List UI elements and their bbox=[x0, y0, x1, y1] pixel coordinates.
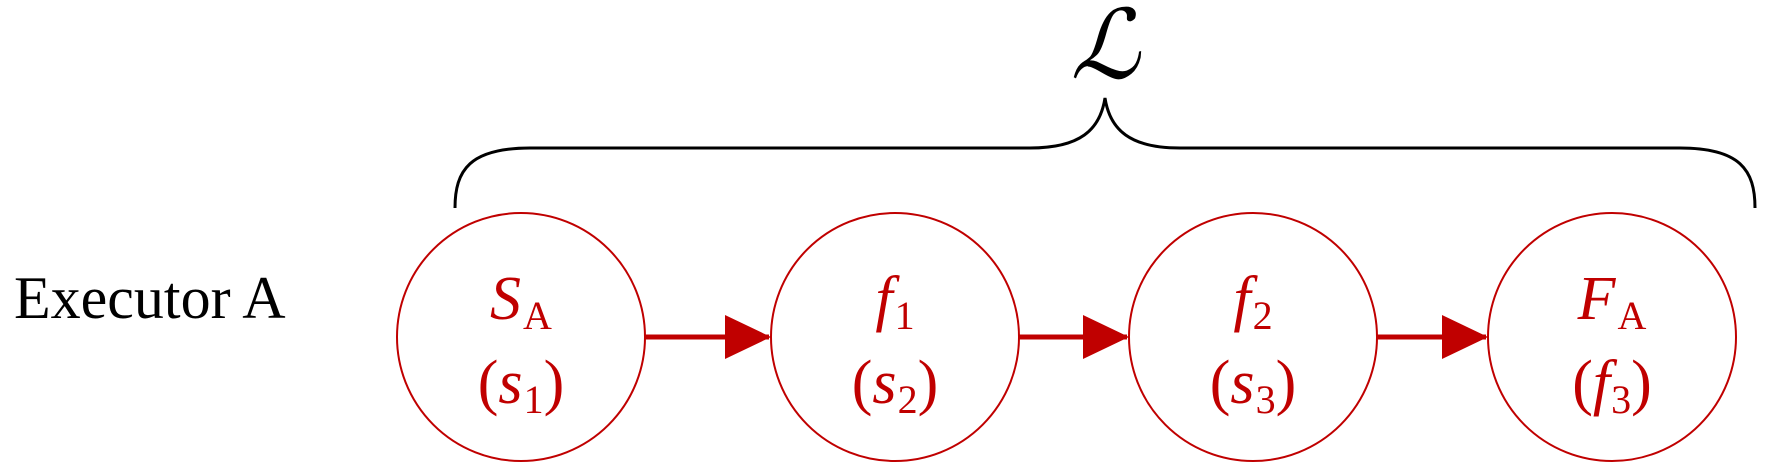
state-circle bbox=[1128, 212, 1378, 462]
state-node-4: FA(f3) bbox=[1487, 212, 1737, 462]
state-node-2: f1(s2) bbox=[770, 212, 1020, 462]
node-inner-label: (s2) bbox=[852, 349, 938, 422]
executor-label: Executor A bbox=[14, 265, 286, 331]
state-circle bbox=[770, 212, 1020, 462]
node-main-label: FA bbox=[1577, 265, 1647, 338]
node-main-label: SA bbox=[490, 265, 552, 338]
arrowhead-2 bbox=[1083, 315, 1129, 359]
state-circle bbox=[396, 212, 646, 462]
state-node-1: SA (s1) bbox=[396, 212, 646, 462]
curly-brace bbox=[453, 97, 1757, 209]
state-node-3: f2(s3) bbox=[1128, 212, 1378, 462]
state-circle bbox=[1487, 212, 1737, 462]
nodes-layer: SA (s1) f1(s2) f2(s3) FA(f3) bbox=[396, 212, 1737, 462]
edges-layer bbox=[645, 315, 1488, 359]
node-inner-label: (s3) bbox=[1210, 349, 1296, 422]
brace-label: ℒ bbox=[1070, 0, 1141, 99]
arrowhead-3 bbox=[1442, 315, 1488, 359]
node-inner-label: (s1) bbox=[478, 349, 564, 422]
arrowhead-1 bbox=[725, 315, 771, 359]
